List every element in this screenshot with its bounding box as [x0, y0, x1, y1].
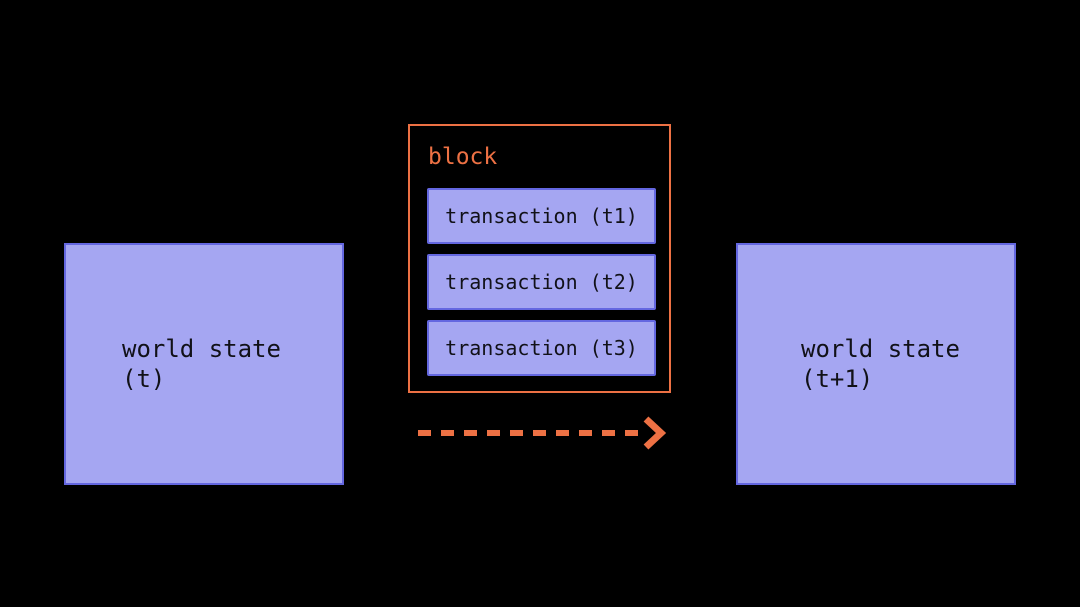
world-state-t-box: world state (t) [64, 243, 344, 485]
block-container: block transaction (t1) transaction (t2) … [408, 124, 671, 393]
world-state-t-plus-1-box: world state (t+1) [736, 243, 1016, 485]
transaction-t2-label: transaction (t2) [445, 270, 638, 294]
dashed-arrow-icon [418, 416, 667, 450]
world-state-t-label-line2: (t) [122, 365, 166, 393]
block-label: block [428, 144, 498, 170]
state-transition-arrow [408, 410, 678, 456]
transaction-box-t3: transaction (t3) [427, 320, 656, 376]
world-state-t-label-line1: world state [122, 335, 281, 363]
transaction-box-t1: transaction (t1) [427, 188, 656, 244]
world-state-t1-label-line2: (t+1) [801, 365, 874, 393]
transaction-box-t2: transaction (t2) [427, 254, 656, 310]
transaction-t3-label: transaction (t3) [445, 336, 638, 360]
world-state-t1-label-line1: world state [801, 335, 960, 363]
transaction-t1-label: transaction (t1) [445, 204, 638, 228]
